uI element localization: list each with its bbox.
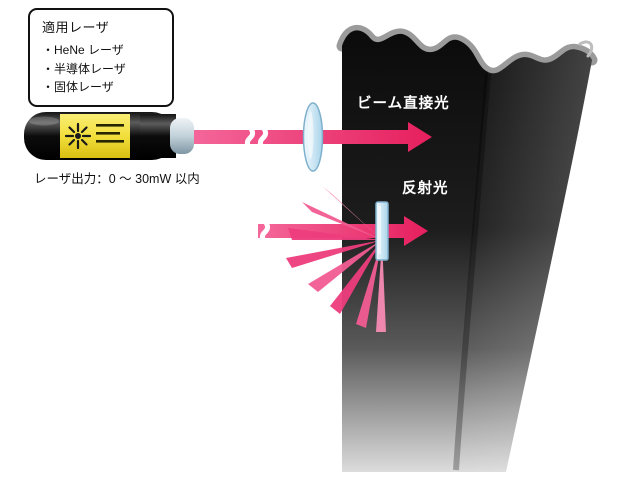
direct-beam-label: ビーム直接光 <box>357 96 450 112</box>
callout-item: ・半導体レーザ <box>42 61 126 76</box>
direct-beam <box>190 102 432 172</box>
laser-aperture-tip <box>170 118 194 154</box>
laser-pointer <box>24 112 194 160</box>
reflected-beam-label: 反射光 <box>402 181 449 197</box>
beam-break-icon <box>244 113 269 163</box>
callout-item: ・HeNe レーザ <box>42 43 124 57</box>
laser-body-highlight <box>29 116 59 126</box>
beam-break-icon <box>246 207 271 257</box>
applicable-laser-callout: 適用レーザ ・HeNe レーザ ・半導体レーザ ・固体レーザ <box>28 8 174 107</box>
curtain-edge-curl <box>578 40 594 58</box>
callout-title: 適用レーザ <box>42 20 110 35</box>
scatter-rays <box>286 186 386 332</box>
curtain-fold-line <box>453 73 491 471</box>
reflected-beam <box>246 186 428 332</box>
diffuser-plate-icon <box>375 201 389 261</box>
reflected-beam-shaft <box>258 216 428 246</box>
callout-item: ・固体レーザ <box>42 80 114 95</box>
label-fine-print <box>96 124 124 143</box>
laser-output-label: レーザ出力：0 ～ 30mW 以内 <box>34 172 200 186</box>
laser-hazard-icon <box>64 122 92 150</box>
curtain-right-panel-sheen <box>452 49 592 472</box>
lens-icon <box>302 102 324 172</box>
